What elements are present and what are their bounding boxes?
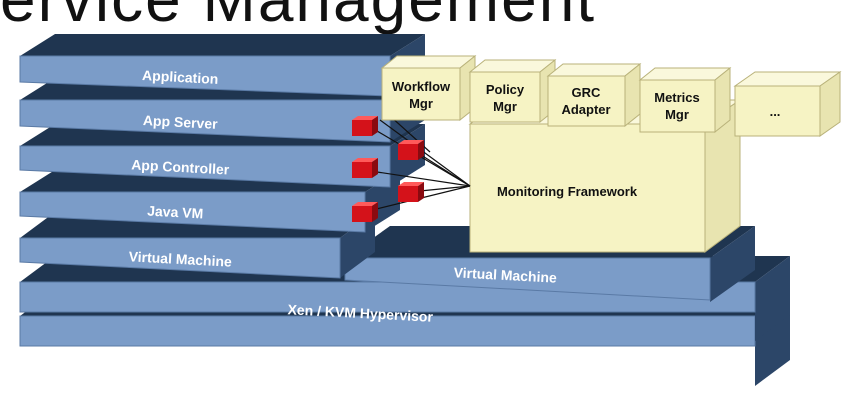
module-more: ...: [733, 71, 842, 137]
probe-cube: [398, 140, 424, 160]
module-metrics-line2: Mgr: [665, 107, 689, 122]
monitoring-framework-label: Monitoring Framework: [497, 184, 638, 199]
layer-label-java-vm: Java VM: [147, 203, 204, 222]
page-title: ervice Management: [0, 0, 859, 36]
layer-label-virtual-machine-left: Virtual Machine: [128, 248, 232, 269]
module-workflow-mgr: Workflow Mgr: [380, 54, 477, 122]
probe-cube: [352, 158, 378, 178]
layer-label-app-server: App Server: [143, 112, 219, 132]
layer-java-vm: Java VM: [19, 170, 400, 233]
layer-label-app-controller: App Controller: [131, 156, 230, 177]
module-workflow-line1: Workflow: [392, 79, 451, 94]
probe-cube: [352, 116, 378, 136]
module-policy-mgr: Policy Mgr: [468, 58, 557, 124]
module-grc-line2: Adapter: [561, 102, 610, 117]
module-grc-line1: GRC: [572, 85, 602, 100]
module-policy-line2: Mgr: [493, 99, 517, 114]
layer-label-application: Application: [142, 67, 219, 87]
module-metrics-mgr: Metrics Mgr: [638, 66, 732, 134]
module-metrics-line1: Metrics: [654, 90, 700, 105]
module-workflow-line2: Mgr: [409, 96, 433, 111]
module-more-label: ...: [770, 104, 781, 119]
probe-cube: [352, 202, 378, 222]
module-policy-line1: Policy: [486, 82, 525, 97]
probe-cube: [398, 182, 424, 202]
layer-application: Application: [19, 34, 425, 97]
module-grc-adapter: GRC Adapter: [546, 62, 642, 128]
layer-label-hypervisor: Xen / KVM Hypervisor: [287, 301, 434, 325]
layer-label-operating-system: Operating System: [280, 346, 401, 368]
layer-label-virtual-machine-right: Virtual Machine: [453, 264, 557, 285]
